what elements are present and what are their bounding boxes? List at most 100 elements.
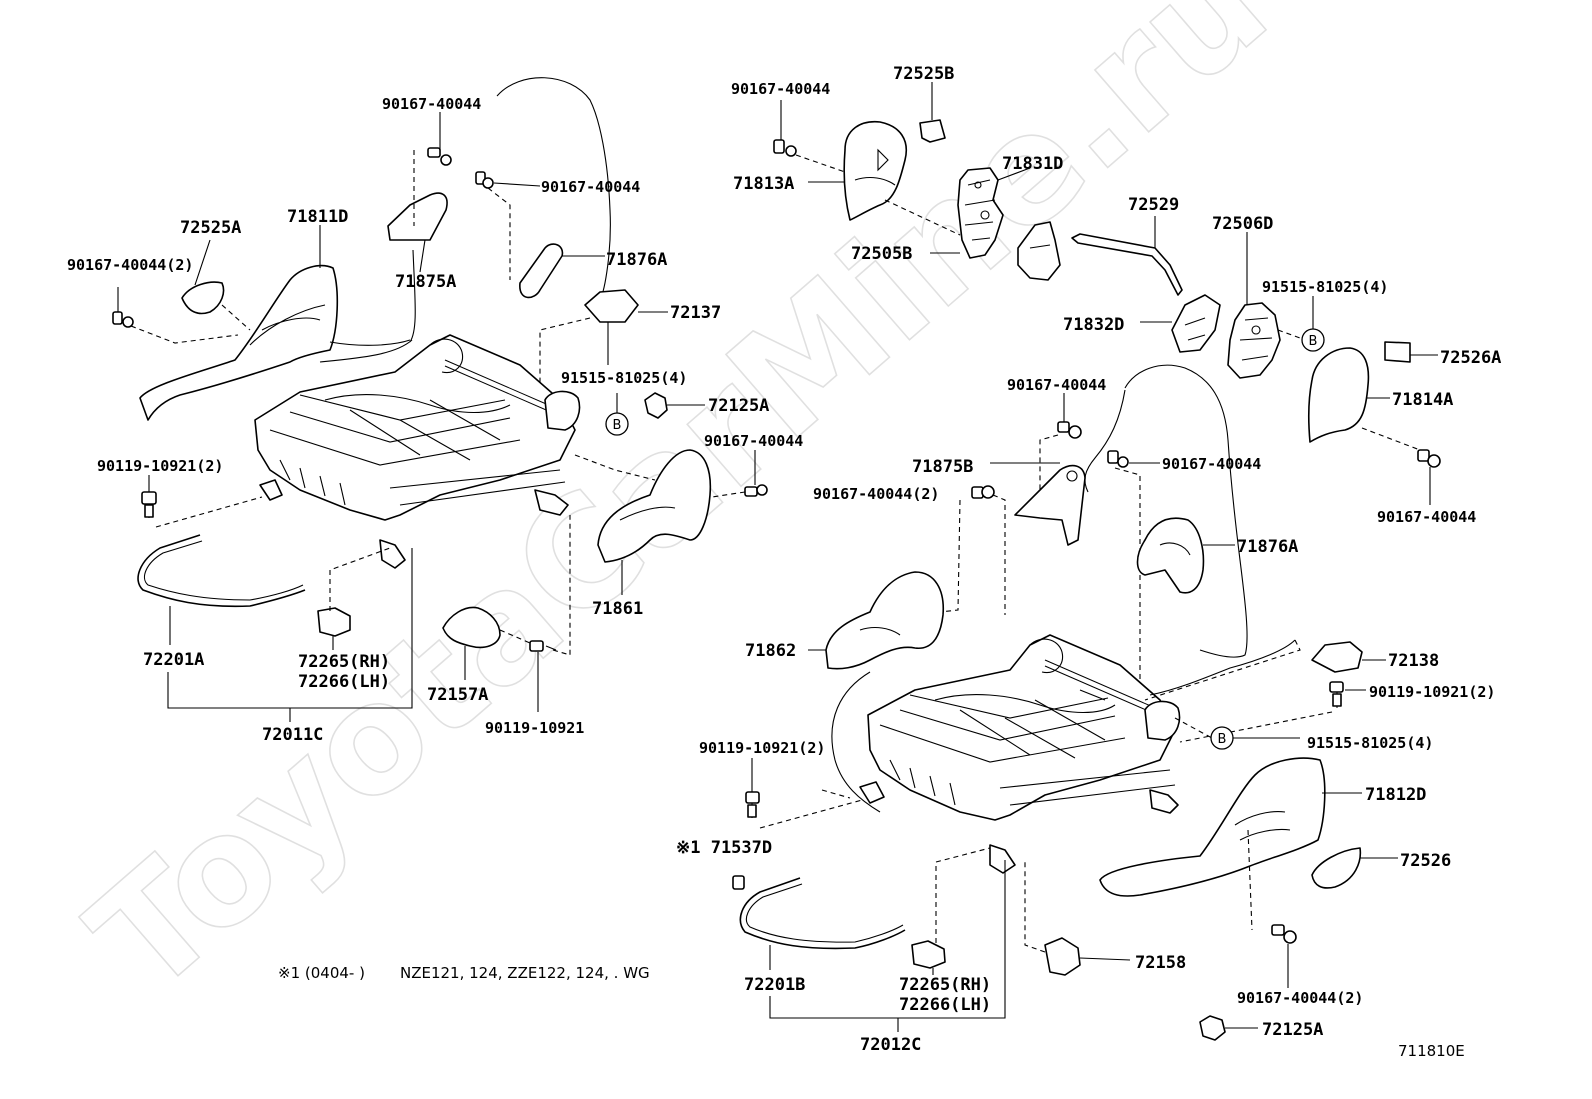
label-l1[interactable]: 90167-40044: [382, 95, 481, 113]
bolt-90167-40044-2-bottom[interactable]: [1271, 924, 1297, 944]
part-72265-right[interactable]: [911, 940, 946, 969]
part-71876A-right[interactable]: [1136, 517, 1205, 594]
label-r9[interactable]: 71832D: [1063, 315, 1124, 335]
label-l14[interactable]: 72201A: [143, 650, 204, 670]
part-71814A[interactable]: [1307, 347, 1370, 443]
label-l15[interactable]: 72265(RH): [298, 652, 390, 672]
bolt-90167-40044-r4[interactable]: [1107, 450, 1129, 468]
label-r28[interactable]: 72266(LH): [899, 995, 991, 1015]
part-72201B[interactable]: [739, 877, 906, 950]
part-72506D[interactable]: [1227, 302, 1281, 379]
ref-circle-b-right-low: B: [1210, 726, 1234, 750]
bolt-90167-40044-2-left[interactable]: [112, 311, 134, 328]
bolt-90167-40044-b[interactable]: [475, 171, 494, 189]
svg-text:B: B: [613, 418, 622, 433]
part-72526A[interactable]: [1384, 341, 1411, 363]
part-71812D[interactable]: [1099, 757, 1326, 897]
label-l16[interactable]: 72266(LH): [298, 672, 390, 692]
part-72526[interactable]: [1311, 847, 1362, 889]
part-72525B[interactable]: [919, 119, 946, 143]
bolt-90119-10921-2-left[interactable]: [141, 491, 157, 518]
label-l4[interactable]: 71811D: [287, 207, 348, 227]
label-r10[interactable]: 72526A: [1440, 348, 1501, 368]
label-l18[interactable]: 90119-10921: [485, 719, 584, 737]
bolt-90119-10921-2-r2[interactable]: [745, 791, 760, 818]
label-l12[interactable]: 90167-40044: [704, 432, 803, 450]
label-r2[interactable]: 72525B: [893, 64, 954, 84]
label-l2[interactable]: 90167-40044: [541, 178, 640, 196]
bolt-90167-40044-a[interactable]: [427, 147, 452, 166]
part-71875A[interactable]: [387, 192, 448, 241]
part-72525A[interactable]: [181, 281, 225, 315]
label-r5[interactable]: 72505B: [851, 244, 912, 264]
label-l6[interactable]: 71875A: [395, 272, 456, 292]
label-l19[interactable]: 72011C: [262, 725, 323, 745]
part-72529[interactable]: [1071, 233, 1183, 296]
label-r26[interactable]: 72201B: [744, 975, 805, 995]
label-r21[interactable]: 91515-81025(4): [1307, 734, 1433, 752]
label-r23[interactable]: 71812D: [1365, 785, 1426, 805]
part-71831D[interactable]: [957, 167, 1004, 259]
bolt-90167-40044-r1[interactable]: [773, 139, 797, 157]
bolt-90119-10921[interactable]: [529, 640, 557, 652]
bolt-90167-40044-c[interactable]: [744, 484, 768, 497]
label-l3[interactable]: 72525A: [180, 218, 241, 238]
label-l7[interactable]: 71876A: [606, 250, 667, 270]
label-r3[interactable]: 71813A: [733, 174, 794, 194]
label-r4[interactable]: 71831D: [1002, 154, 1063, 174]
left-seat-frame[interactable]: [254, 334, 581, 569]
label-r22[interactable]: 90119-10921(2): [699, 739, 825, 757]
label-r17[interactable]: 71876A: [1237, 537, 1298, 557]
bolt-90119-10921-2-r1[interactable]: [1329, 681, 1344, 708]
part-71813A[interactable]: [843, 121, 907, 221]
bolt-90167-40044-r3[interactable]: [1057, 421, 1082, 439]
part-72158[interactable]: [1044, 937, 1081, 976]
part-72125A-left[interactable]: [644, 392, 668, 419]
label-r16[interactable]: 90167-40044: [1377, 508, 1476, 526]
label-r20[interactable]: 90119-10921(2): [1369, 683, 1495, 701]
part-72201A[interactable]: [137, 534, 306, 608]
part-71875B[interactable]: [1014, 464, 1086, 546]
part-71537D[interactable]: [732, 875, 745, 890]
part-71876A-left[interactable]: [519, 243, 564, 299]
part-71811D[interactable]: [139, 264, 339, 421]
label-r7[interactable]: 72506D: [1212, 214, 1273, 234]
ref-circle-b-right-top: B: [1301, 328, 1325, 352]
part-71832D[interactable]: [1171, 294, 1221, 353]
label-r30[interactable]: 90167-40044(2): [1237, 989, 1363, 1007]
label-r14[interactable]: 71875B: [912, 457, 973, 477]
label-r1[interactable]: 90167-40044: [731, 80, 830, 98]
part-72157A[interactable]: [442, 606, 501, 649]
label-l17[interactable]: 72157A: [427, 685, 488, 705]
part-71861[interactable]: [597, 449, 712, 563]
part-72265-left[interactable]: [317, 607, 351, 637]
right-seat-frame[interactable]: [859, 634, 1181, 874]
part-bracket-mid[interactable]: [1017, 221, 1061, 281]
bolt-90167-40044-r2[interactable]: [1417, 449, 1441, 468]
part-72138[interactable]: [1311, 641, 1363, 673]
label-r13[interactable]: 90167-40044: [1162, 455, 1261, 473]
label-r18[interactable]: 71862: [745, 641, 796, 661]
part-72137[interactable]: [584, 289, 639, 323]
label-r24[interactable]: ※1 71537D: [676, 838, 772, 858]
label-r8[interactable]: 91515-81025(4): [1262, 278, 1388, 296]
part-72125A-bottom[interactable]: [1199, 1015, 1226, 1041]
label-l8[interactable]: 72137: [670, 303, 721, 323]
label-r25[interactable]: 72526: [1400, 851, 1451, 871]
label-r31[interactable]: 72125A: [1262, 1020, 1323, 1040]
label-r15[interactable]: 90167-40044(2): [813, 485, 939, 503]
label-l11[interactable]: 90119-10921(2): [97, 457, 223, 475]
label-r12[interactable]: 90167-40044: [1007, 376, 1106, 394]
label-r6[interactable]: 72529: [1128, 195, 1179, 215]
label-r11[interactable]: 71814A: [1392, 390, 1453, 410]
bolt-90167-40044-2-r[interactable]: [971, 485, 995, 499]
label-l10[interactable]: 72125A: [708, 396, 769, 416]
label-r32[interactable]: 72012C: [860, 1035, 921, 1055]
label-l9[interactable]: 91515-81025(4): [561, 369, 687, 387]
label-r29[interactable]: 72158: [1135, 953, 1186, 973]
label-l13[interactable]: 71861: [592, 599, 643, 619]
label-r19[interactable]: 72138: [1388, 651, 1439, 671]
label-l5[interactable]: 90167-40044(2): [67, 256, 193, 274]
part-71862[interactable]: [825, 571, 945, 670]
label-r27[interactable]: 72265(RH): [899, 975, 991, 995]
